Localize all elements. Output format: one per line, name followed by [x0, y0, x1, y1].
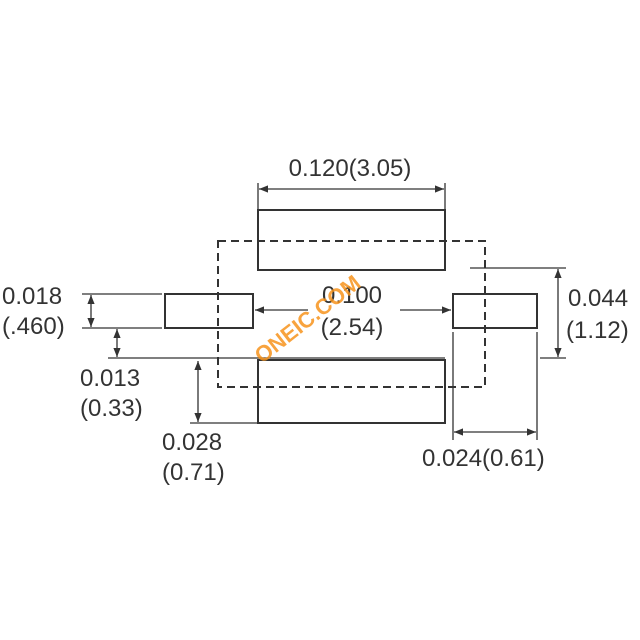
pitch-label-mm: (2.54): [321, 314, 384, 341]
bottom-pad: [257, 359, 446, 424]
pitch-label-in: 0.100: [322, 282, 382, 309]
bottom-pad-height-in: 0.028: [162, 429, 222, 456]
top-pad: [257, 209, 446, 271]
right-height-in: 0.044: [568, 285, 628, 312]
right-pad: [452, 293, 538, 329]
left-pad: [164, 293, 254, 329]
package-outline: [217, 240, 486, 388]
bottom-pad-height-mm: (0.71): [162, 459, 225, 486]
top-width-label: 0.120(3.05): [289, 155, 412, 182]
right-height-mm: (1.12): [566, 317, 629, 344]
gap-label-mm: (0.33): [80, 395, 143, 422]
left-pad-height-in: 0.018: [2, 283, 62, 310]
right-pad-width-label: 0.024(0.61): [422, 445, 545, 472]
left-pad-height-mm: (.460): [2, 313, 65, 340]
gap-label-in: 0.013: [80, 365, 140, 392]
